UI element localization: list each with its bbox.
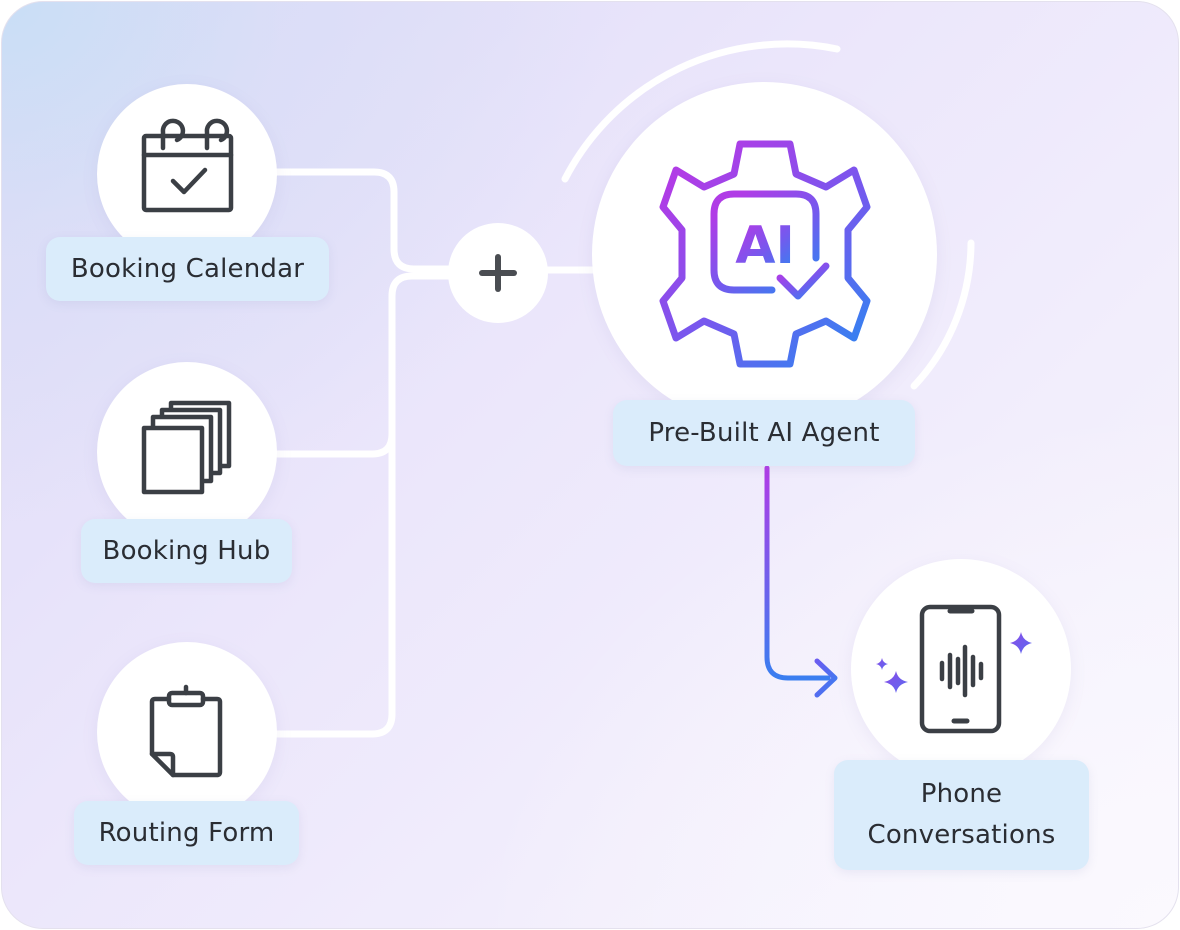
- label-ai-agent: Pre-Built AI Agent: [613, 400, 915, 466]
- label-booking-hub: Booking Hub: [81, 519, 292, 583]
- halo-arc-top: [561, 40, 841, 183]
- combine-node: [448, 223, 548, 323]
- connector-booking-calendar: [270, 168, 456, 273]
- plus-icon: [479, 254, 517, 292]
- label-routing-form: Routing Form: [74, 801, 299, 865]
- node-phone: [851, 559, 1071, 779]
- arrow-head: [814, 658, 838, 698]
- label-phone-line1: Phone: [920, 779, 1003, 809]
- node-routing-form: [97, 642, 277, 822]
- clipboard-icon: [149, 684, 223, 778]
- stacked-pages-icon: [141, 400, 232, 495]
- halo-arc-right: [910, 239, 975, 390]
- label-booking-calendar: Booking Calendar: [46, 237, 329, 301]
- phone-voice-icon: [876, 604, 1032, 734]
- label-phone-conversations: Phone Conversations: [834, 760, 1089, 870]
- ai-gear-icon: AI: [659, 140, 871, 368]
- ai-text: AI: [735, 216, 795, 276]
- arrow-agent-to-phone: [764, 465, 831, 681]
- connector-booking-hub: [270, 272, 456, 458]
- label-phone-line2: Conversations: [867, 820, 1056, 850]
- calendar-check-icon: [141, 118, 234, 213]
- node-booking-calendar: [97, 84, 277, 264]
- node-booking-hub: [97, 362, 277, 542]
- connector-routing-form: [270, 298, 396, 738]
- node-ai-agent: AI: [592, 82, 937, 427]
- sparkle-icons: [876, 632, 1032, 693]
